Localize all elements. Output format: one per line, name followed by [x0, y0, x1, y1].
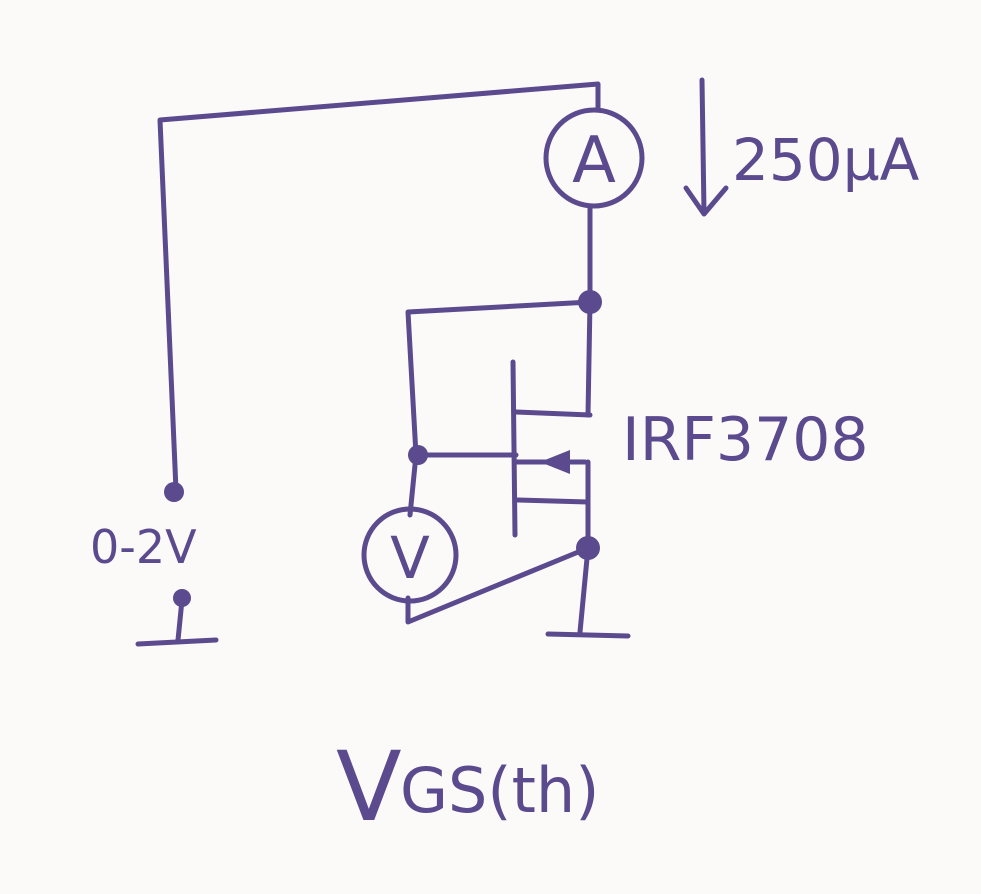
ammeter-symbol: A: [572, 124, 616, 198]
node-source: [576, 536, 600, 560]
node-drain: [578, 290, 602, 314]
wire-supply-top: [157, 81, 601, 493]
supply-terminal-bottom: [173, 589, 191, 607]
wire-source-ground: [577, 545, 591, 635]
wire-drain-gate-tie: [405, 299, 593, 518]
voltmeter-icon: V: [361, 506, 459, 604]
supply-label: 0-2V: [90, 520, 197, 574]
mosfet-symbol: [510, 299, 593, 551]
title-sub: GS(th): [400, 754, 599, 827]
ammeter-icon: A: [543, 107, 645, 209]
voltmeter-symbol: V: [390, 524, 430, 592]
wire-voltmeter-return: [405, 545, 591, 625]
current-label: 250µA: [732, 126, 920, 194]
mosfet-arrow-icon: [540, 450, 570, 474]
supply-terminal-top: [164, 482, 184, 502]
node-gate: [408, 445, 428, 465]
title-main: V: [336, 731, 402, 843]
ground-left-icon: [135, 637, 219, 647]
current-arrow-icon: [683, 77, 729, 217]
ground-right-icon: [545, 631, 631, 639]
transistor-label: IRF3708: [622, 405, 869, 475]
